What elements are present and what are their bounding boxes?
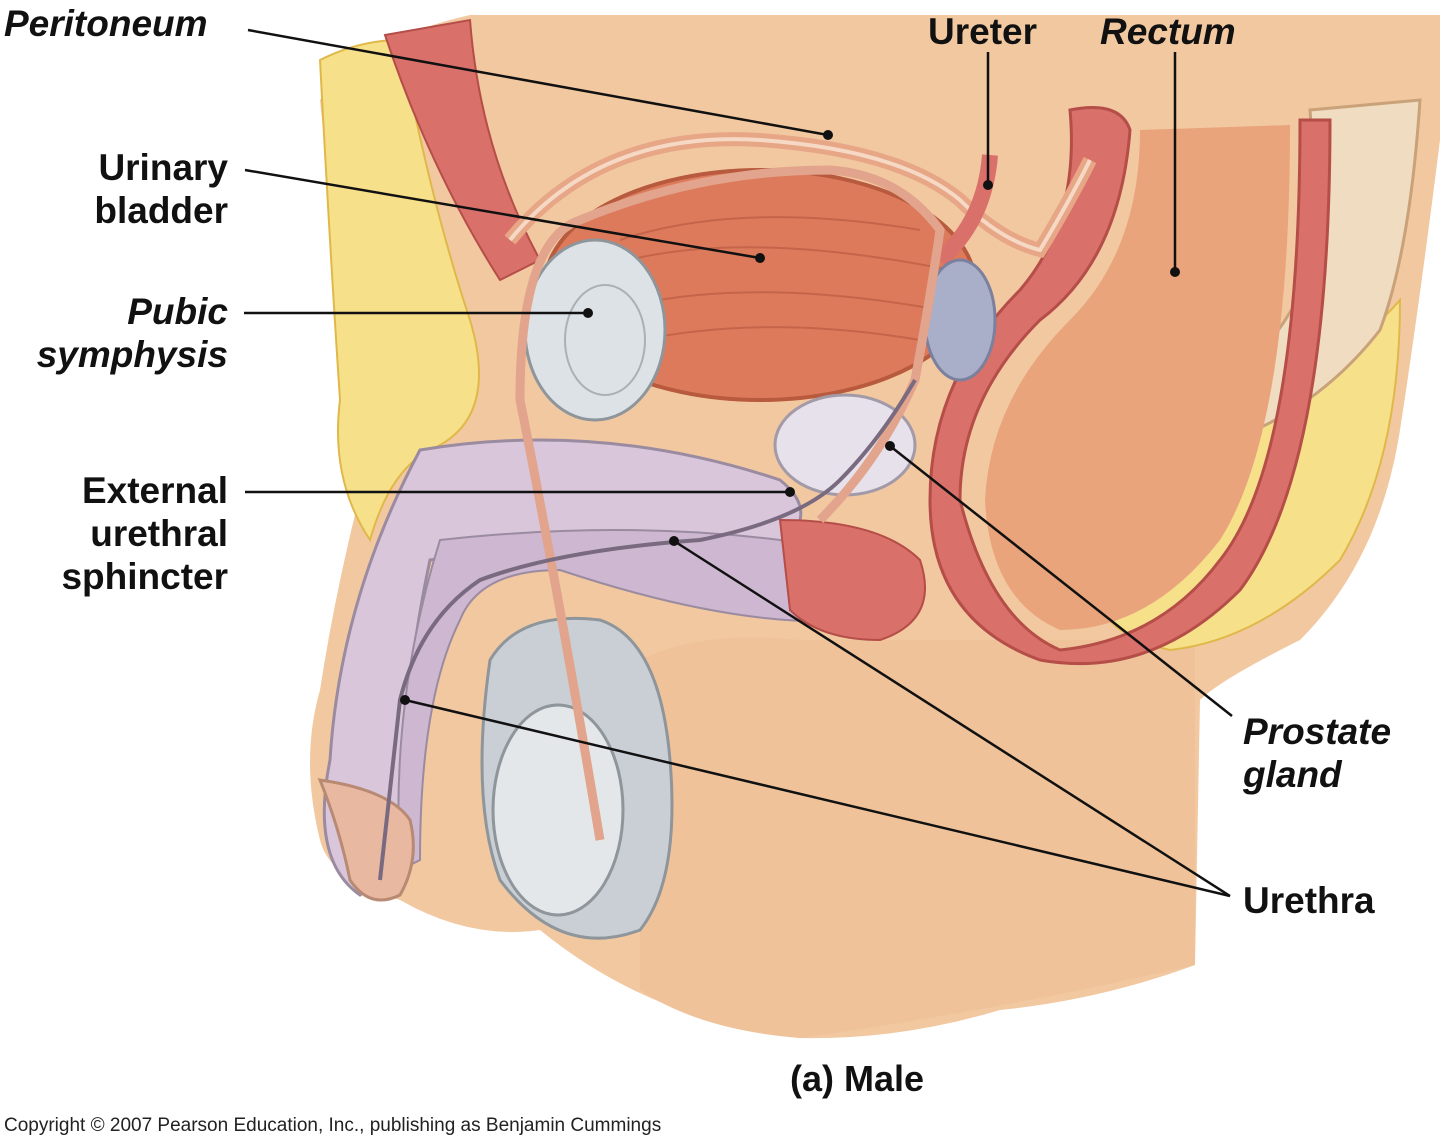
label-urinary-bladder: Urinary bladder xyxy=(94,147,228,231)
vas-deferens xyxy=(515,165,945,841)
rectum-wall xyxy=(928,106,1332,666)
label-external-urethral-sphincter: External urethral sphincter xyxy=(61,470,228,597)
label-urethra: Urethra xyxy=(1243,880,1375,921)
thigh-skin xyxy=(640,637,1195,1038)
label-prostate-gland: Prostate gland xyxy=(1243,711,1392,795)
figure-caption: (a) Male xyxy=(790,1058,925,1099)
copyright-notice: Copyright © 2007 Pearson Education, Inc.… xyxy=(4,1115,662,1136)
leader-urinary-bladder xyxy=(244,168,761,260)
urethra-tube xyxy=(378,378,917,881)
label-ureter: Ureter xyxy=(928,11,1037,52)
rectum-lumen xyxy=(985,125,1290,630)
leader-urethra-1 xyxy=(673,539,1231,898)
leader-peritoneum xyxy=(247,28,829,137)
leader-urethra-2 xyxy=(404,698,1231,898)
leader-lines xyxy=(244,28,1233,898)
label-rectum: Rectum xyxy=(1100,11,1236,52)
leader-dots xyxy=(400,130,1180,705)
label-pubic-symphysis: Pubic symphysis xyxy=(36,291,228,375)
perineal-muscle xyxy=(778,518,926,642)
leader-prostate-gland xyxy=(889,445,1233,717)
label-peritoneum: Peritoneum xyxy=(4,3,208,44)
